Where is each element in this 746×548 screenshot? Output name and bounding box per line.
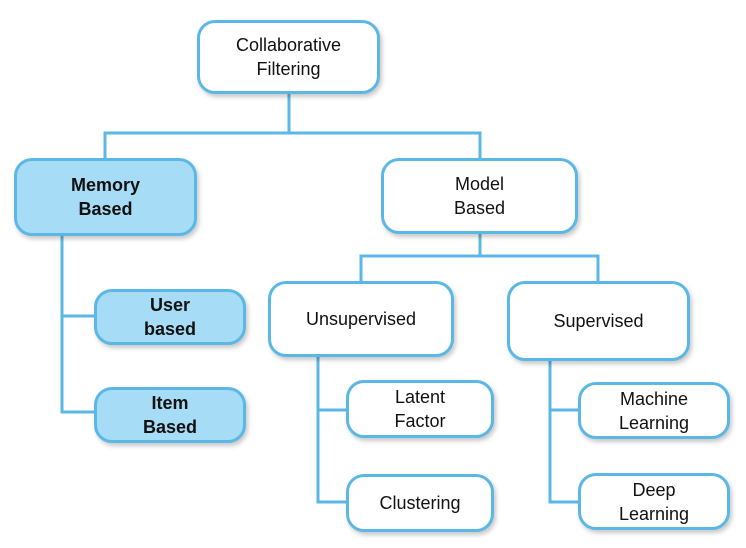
- node-deep-learning: Deep Learning: [578, 473, 730, 530]
- node-clustering: Clustering: [346, 474, 494, 532]
- node-user-based: User based: [94, 289, 246, 345]
- node-unsupervised: Unsupervised: [268, 281, 454, 357]
- node-latent-factor: Latent Factor: [346, 380, 494, 438]
- node-model-based: Model Based: [381, 158, 578, 234]
- node-supervised: Supervised: [507, 281, 690, 361]
- node-item-based: Item Based: [94, 387, 246, 443]
- node-collaborative-filtering: Collaborative Filtering: [197, 20, 380, 94]
- node-memory-based: Memory Based: [14, 158, 197, 236]
- node-machine-learning: Machine Learning: [578, 382, 730, 439]
